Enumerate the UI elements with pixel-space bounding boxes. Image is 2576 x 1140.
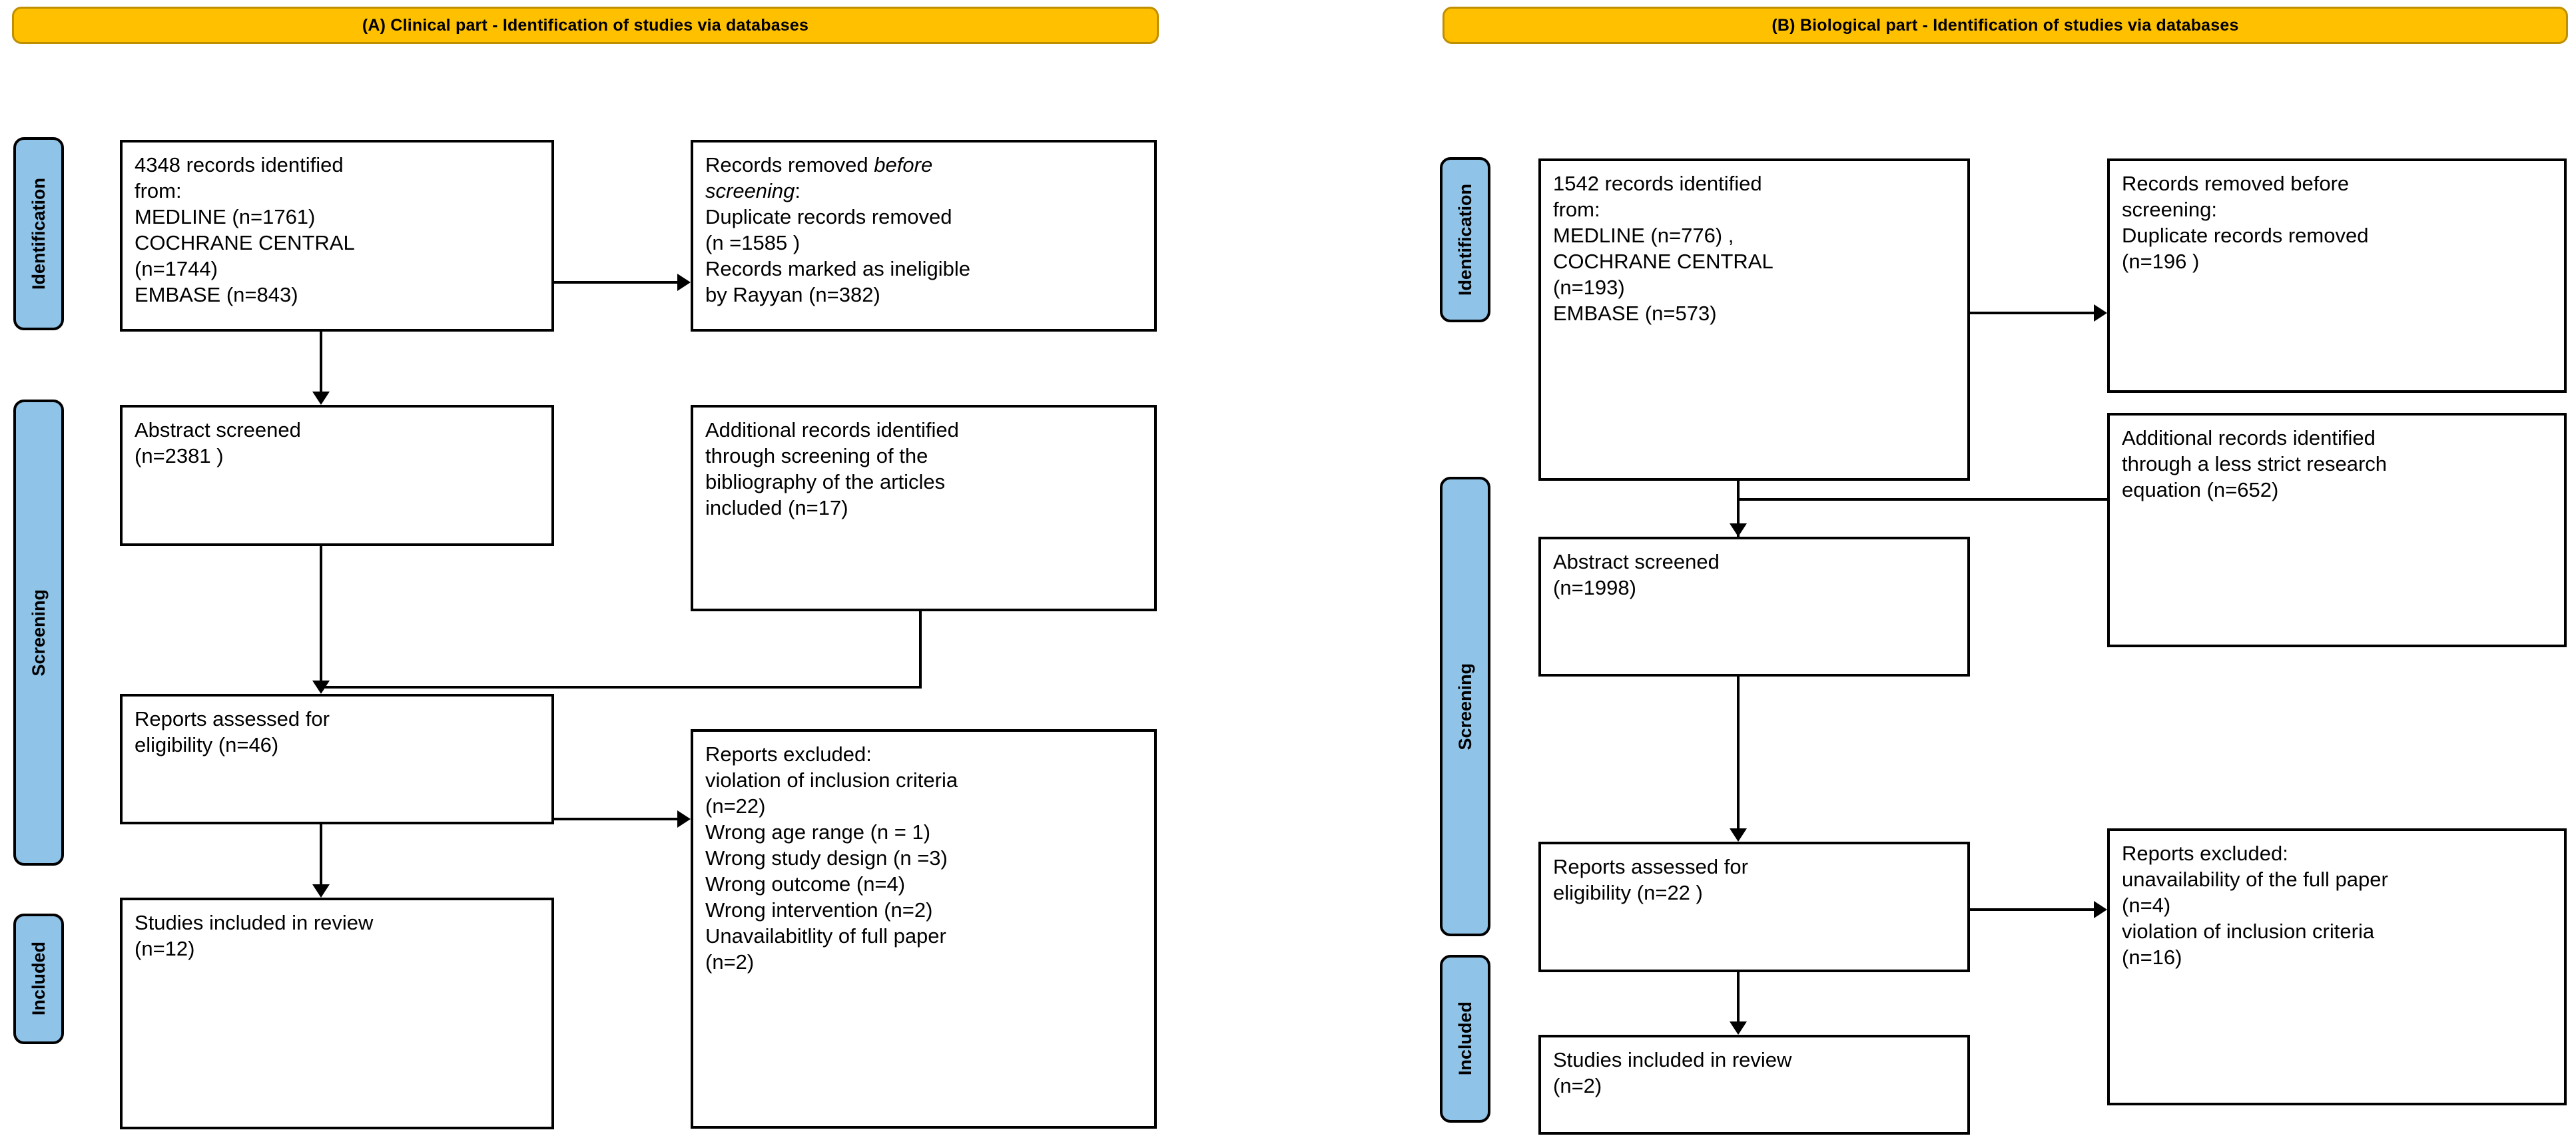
stage-label-included-a: Included	[28, 942, 49, 1016]
connector-additional-left-a	[320, 686, 922, 689]
box-records-removed-a: Records removed before screening: Duplic…	[691, 140, 1157, 332]
connector-identified-to-removed-a	[554, 281, 677, 284]
arrowhead-identified-to-abstract-b	[1730, 523, 1747, 537]
stage-pill-included-a: Included	[13, 914, 64, 1044]
box-reports-excluded-b-text: Reports excluded: unavailability of the …	[2122, 842, 2388, 970]
box-reports-assessed-a: Reports assessed for eligibility (n=46)	[120, 694, 554, 824]
stage-label-included-b: Included	[1454, 1001, 1475, 1076]
box-abstract-screened-b-text: Abstract screened (n=1998)	[1553, 550, 1720, 600]
arrowhead-identified-to-removed-b	[2094, 304, 2107, 322]
removed-label-screening: screening	[705, 179, 795, 203]
removed-label-part1: Records removed	[705, 153, 874, 176]
removed-label-colon: :	[795, 179, 801, 203]
box-studies-included-a-text: Studies included in review (n=12)	[135, 911, 374, 961]
stage-label-screening-b: Screening	[1454, 663, 1475, 750]
box-reports-assessed-b: Reports assessed for eligibility (n=22 )	[1538, 842, 1970, 972]
connector-additional-to-spine-b	[1737, 498, 2107, 501]
arrowhead-assessed-to-excluded-a	[677, 810, 691, 828]
box-records-identified-b-text: 1542 records identified from: MEDLINE (n…	[1553, 172, 1773, 326]
connector-abstract-to-assessed-b	[1737, 677, 1740, 828]
arrowhead-assessed-to-included-b	[1730, 1021, 1747, 1035]
box-additional-records-b: Additional records identified through a …	[2107, 413, 2567, 647]
stage-label-identification-b: Identification	[1454, 184, 1475, 296]
connector-assessed-to-excluded-b	[1970, 908, 2094, 911]
box-additional-records-a: Additional records identified through sc…	[691, 405, 1157, 611]
stage-label-identification-a: Identification	[28, 178, 49, 290]
box-studies-included-a: Studies included in review (n=12)	[120, 898, 554, 1129]
box-reports-excluded-a-text: Reports excluded: violation of inclusion…	[705, 742, 958, 974]
box-records-identified-a-text: 4348 records identified from: MEDLINE (n…	[135, 153, 355, 307]
connector-abstract-down-a	[320, 546, 322, 681]
box-reports-assessed-b-text: Reports assessed for eligibility (n=22 )	[1553, 855, 1748, 905]
box-records-removed-b-text: Records removed before screening: Duplic…	[2122, 172, 2369, 274]
box-records-removed-a-text: Records removed before screening: Duplic…	[705, 142, 1142, 308]
box-reports-excluded-b: Reports excluded: unavailability of the …	[2107, 828, 2567, 1105]
arrowhead-assessed-to-excluded-b	[2094, 901, 2107, 918]
connector-identified-to-abstract-a	[320, 332, 322, 392]
box-records-removed-b: Records removed before screening: Duplic…	[2107, 158, 2567, 393]
box-reports-excluded-a: Reports excluded: violation of inclusion…	[691, 729, 1157, 1129]
stage-pill-screening-a: Screening	[13, 400, 64, 866]
box-abstract-screened-a: Abstract screened (n=2381 )	[120, 405, 554, 546]
connector-additional-down-a	[919, 611, 922, 687]
arrowhead-identified-to-abstract-a	[312, 392, 330, 405]
arrowhead-identified-to-removed-a	[677, 274, 691, 291]
stage-label-screening-a: Screening	[28, 589, 49, 677]
stage-pill-screening-b: Screening	[1440, 477, 1490, 936]
removed-label-rest: Duplicate records removed (n =1585 ) Rec…	[705, 205, 971, 307]
removed-label-before: before	[874, 153, 933, 176]
panel-a-banner: (A) Clinical part - Identification of st…	[12, 7, 1159, 44]
stage-pill-identification-b: Identification	[1440, 157, 1490, 322]
connector-identified-to-removed-b	[1970, 312, 2094, 314]
box-abstract-screened-b: Abstract screened (n=1998)	[1538, 537, 1970, 677]
connector-assessed-to-excluded-a	[554, 818, 677, 820]
box-additional-records-a-text: Additional records identified through sc…	[705, 418, 959, 520]
connector-assessed-to-included-a	[320, 824, 322, 884]
panel-b-banner: (B) Biological part - Identification of …	[1443, 7, 2568, 44]
panel-biological: (B) Biological part - Identification of …	[1288, 0, 2576, 1140]
box-abstract-screened-a-text: Abstract screened (n=2381 )	[135, 418, 301, 468]
box-studies-included-b-text: Studies included in review (n=2)	[1553, 1048, 1792, 1098]
panel-clinical: (A) Clinical part - Identification of st…	[12, 7, 1159, 1129]
box-studies-included-b: Studies included in review (n=2)	[1538, 1035, 1970, 1135]
stage-pill-included-b: Included	[1440, 955, 1490, 1123]
connector-identified-to-abstract-b	[1737, 481, 1740, 539]
box-additional-records-b-text: Additional records identified through a …	[2122, 426, 2388, 502]
arrowhead-abstract-to-assessed-b	[1730, 828, 1747, 842]
arrowhead-assessed-to-included-a	[312, 884, 330, 898]
box-records-identified-a: 4348 records identified from: MEDLINE (n…	[120, 140, 554, 332]
stage-pill-identification-a: Identification	[13, 137, 64, 330]
connector-assessed-to-included-b	[1737, 972, 1740, 1021]
box-records-identified-b: 1542 records identified from: MEDLINE (n…	[1538, 158, 1970, 481]
box-reports-assessed-a-text: Reports assessed for eligibility (n=46)	[135, 707, 330, 757]
